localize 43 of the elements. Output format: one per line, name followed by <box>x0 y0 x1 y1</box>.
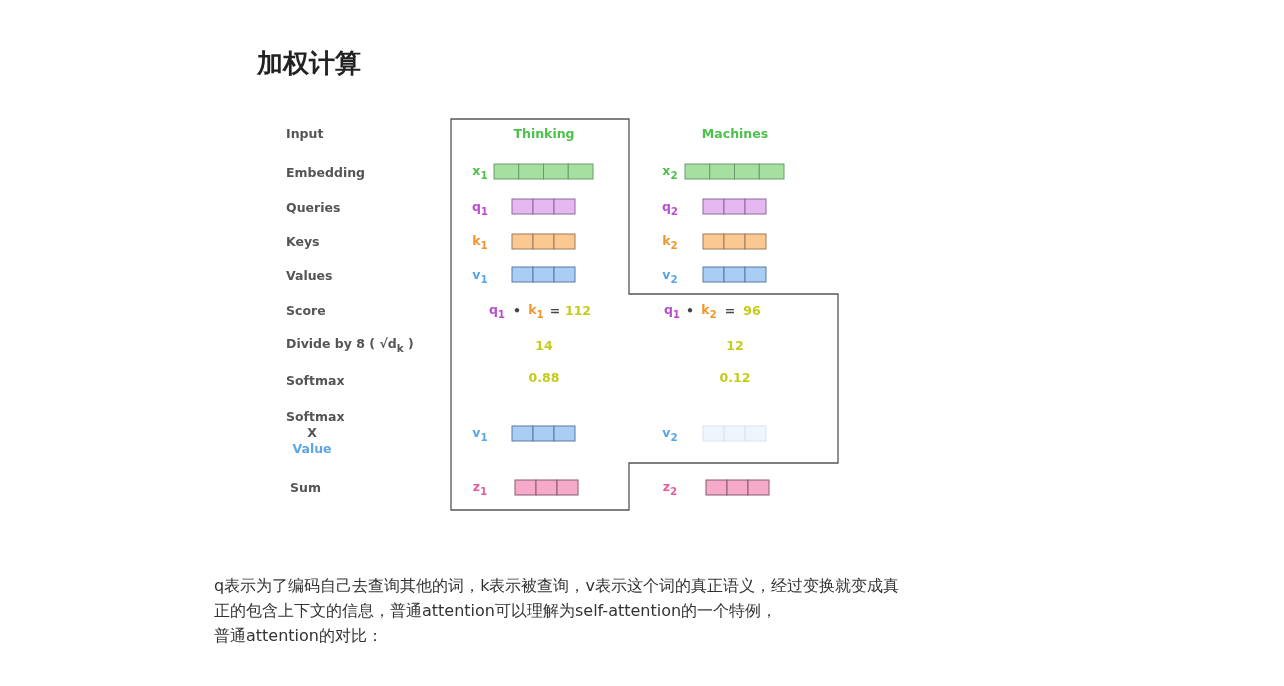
value-text: 96 <box>743 302 761 318</box>
value-text: Value <box>292 440 332 456</box>
value-text: Machines <box>701 125 769 141</box>
row-label: X <box>307 424 317 440</box>
row-label: Divide by 8 ( √d$_{k}$ ) <box>286 336 414 354</box>
value-text: 112 <box>564 302 592 318</box>
row-label: Softmax <box>286 372 345 388</box>
value-text: x$_{1}$ <box>472 163 488 181</box>
value-text: v$_{2}$ <box>662 267 678 285</box>
title: 加权计算 <box>257 47 361 80</box>
value-text: k$_{1}$ <box>472 233 488 251</box>
value-text: q$_{1}$ <box>663 302 681 320</box>
row-label: Queries <box>286 199 341 215</box>
value-text: v$_{1}$ <box>472 267 488 285</box>
value-text: q$_{2}$ <box>661 199 679 217</box>
row-label: Softmax <box>286 408 345 424</box>
value-text: = <box>549 302 561 318</box>
row-label: Score <box>286 302 326 318</box>
value-text: v$_{2}$ <box>662 425 678 443</box>
value-text: x$_{2}$ <box>662 163 678 181</box>
value-text: = <box>724 302 736 318</box>
paragraph: q表示为了编码自己去查询其他的词，k表示被查询，v表示这个词的真正语义，经过变换就变成真正的包含上下文的信息，普通attention可以理解为self-attention的一个特例， <box>214 575 900 622</box>
row-label: Keys <box>286 233 320 249</box>
value-text: v$_{1}$ <box>472 425 488 443</box>
value-text: k$_{2}$ <box>701 302 717 320</box>
value-text: • <box>513 302 521 318</box>
value-text: z$_{1}$ <box>472 479 488 497</box>
value-text: 14 <box>535 337 553 353</box>
value-text: 0.88 <box>528 369 560 385</box>
row-label: Values <box>286 267 333 283</box>
value-text: k$_{1}$ <box>528 302 544 320</box>
value-text: 0.12 <box>719 369 751 385</box>
paragraph: 普通attention的对比： <box>214 625 384 647</box>
row-label: Embedding <box>286 164 366 180</box>
row-label: Input <box>286 125 324 141</box>
value-text: • <box>686 302 694 318</box>
value-text: z$_{2}$ <box>662 479 678 497</box>
value-text: 12 <box>726 337 744 353</box>
value-text: q$_{1}$ <box>488 302 506 320</box>
value-text: k$_{2}$ <box>662 233 678 251</box>
value-text: q$_{1}$ <box>471 199 489 217</box>
value-text: Thinking <box>513 125 575 141</box>
row-label: Sum <box>290 479 321 495</box>
